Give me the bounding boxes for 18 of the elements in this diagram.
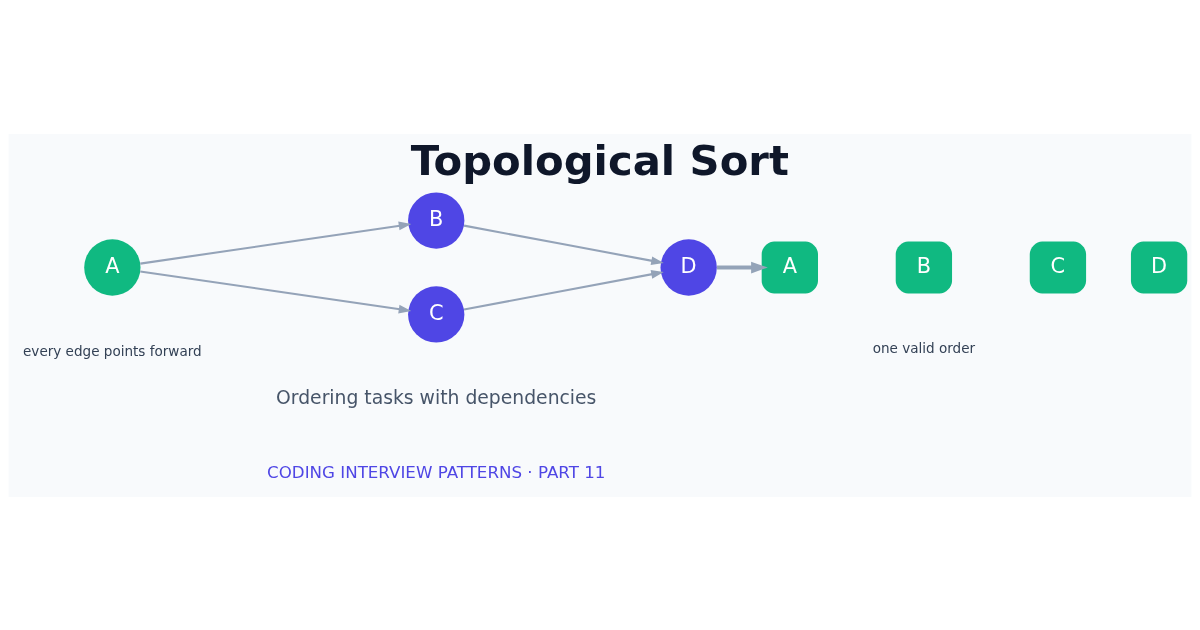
arrow [140,269,412,313]
label: Ordering tasks with dependencies [276,386,597,408]
node-circle: C [408,285,465,343]
node-box: D [1130,240,1188,294]
label: CODING INTERVIEW PATTERNS · PART 11 [267,462,606,482]
node-box: C [1029,240,1087,294]
label: one valid order [872,339,976,356]
node-circle: B [408,191,465,249]
arrow [463,224,664,265]
arrow [717,261,768,273]
node-box: A [761,240,818,294]
node-circle: A [84,238,141,296]
node-box: B [895,240,953,294]
diagram-title: Topological Sort [410,135,789,185]
arrow [463,269,664,310]
node-circle: D [660,238,717,296]
arrow [140,221,412,265]
label: every edge points forward [23,342,202,359]
